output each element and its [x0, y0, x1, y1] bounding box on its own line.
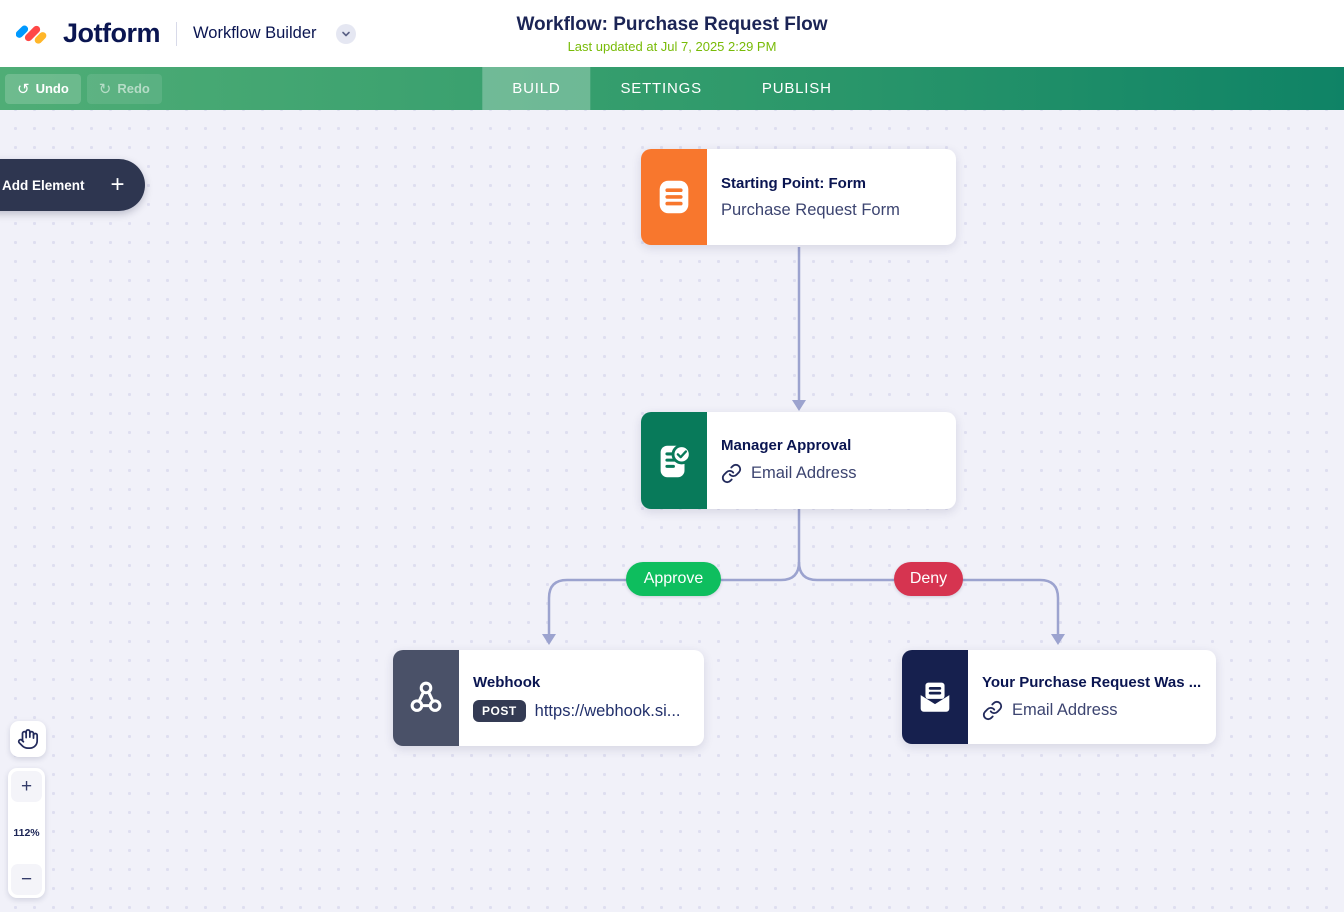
app-header: Jotform Workflow Builder Workflow: Purch… [0, 0, 1344, 67]
node-manager-approval[interactable]: Manager Approval Email Address [641, 412, 956, 509]
arrowhead [542, 634, 556, 645]
hand-icon [17, 728, 39, 750]
build-toolbar: ↺ Undo ↻ Redo BUILD SETTINGS PUBLISH [0, 67, 1344, 110]
tab-settings[interactable]: SETTINGS [590, 67, 731, 110]
node-accent-navy [902, 650, 968, 744]
form-icon [659, 180, 689, 214]
undo-button[interactable]: ↺ Undo [5, 73, 81, 104]
zoom-out-button[interactable]: − [11, 864, 42, 895]
approval-icon [660, 443, 692, 477]
jotform-logo-icon [16, 17, 49, 50]
node-recipient: Email Address [1012, 700, 1118, 719]
chevron-down-icon [342, 31, 351, 36]
branch-label-approve[interactable]: Approve [626, 562, 721, 596]
node-title: Manager Approval [721, 437, 852, 454]
link-icon [982, 700, 1003, 720]
logo-group: Jotform Workflow Builder [16, 17, 357, 50]
redo-button[interactable]: ↻ Redo [86, 73, 162, 104]
last-updated-text: Last updated at Jul 7, 2025 2:29 PM [567, 38, 777, 54]
node-webhook[interactable]: Webhook POST https://webhook.si... [393, 650, 704, 746]
header-divider [176, 21, 177, 46]
workflow-title: Workflow: Purchase Request Flow [516, 13, 828, 35]
product-menu-button[interactable] [336, 23, 357, 44]
node-subtitle: Purchase Request Form [721, 200, 900, 219]
node-accent-green [641, 412, 707, 509]
node-starting-point-form[interactable]: Starting Point: Form Purchase Request Fo… [641, 149, 956, 245]
workflow-canvas[interactable]: Add Element + Starting Point: Form Purch… [0, 110, 1344, 912]
node-title: Your Purchase Request Was ... [982, 673, 1202, 691]
branch-label-deny[interactable]: Deny [894, 562, 963, 596]
node-title: Starting Point: Form [721, 174, 866, 192]
link-icon [721, 463, 742, 484]
webhook-url: https://webhook.si... [534, 701, 681, 720]
undo-label: Undo [35, 81, 69, 96]
redo-icon: ↻ [98, 80, 112, 98]
node-assignee: Email Address [751, 464, 857, 482]
node-title: Webhook [473, 674, 541, 691]
pan-tool-button[interactable] [10, 721, 46, 757]
add-element-label: Add Element [2, 177, 85, 193]
mode-tabs: BUILD SETTINGS PUBLISH [482, 67, 861, 110]
webhook-icon [410, 681, 442, 712]
tab-publish[interactable]: PUBLISH [732, 67, 862, 110]
http-method-badge: POST [473, 700, 526, 722]
node-accent-orange [641, 149, 707, 245]
undo-redo-group: ↺ Undo ↻ Redo [5, 73, 162, 104]
arrowhead [792, 400, 806, 411]
arrowhead [1051, 634, 1065, 645]
product-name[interactable]: Workflow Builder [193, 24, 317, 42]
zoom-controls: + 112% − [8, 768, 45, 898]
add-element-button[interactable]: Add Element + [0, 159, 145, 211]
logo-wordmark[interactable]: Jotform [63, 18, 161, 48]
plus-icon: + [110, 171, 125, 198]
tab-build[interactable]: BUILD [482, 67, 591, 110]
zoom-level: 112% [13, 827, 40, 839]
zoom-in-button[interactable]: + [11, 771, 42, 802]
node-send-email[interactable]: Your Purchase Request Was ... Email Addr… [902, 650, 1216, 744]
email-icon [920, 682, 950, 712]
redo-label: Redo [117, 81, 150, 96]
undo-icon: ↺ [17, 80, 30, 98]
node-accent-slate [393, 650, 459, 746]
